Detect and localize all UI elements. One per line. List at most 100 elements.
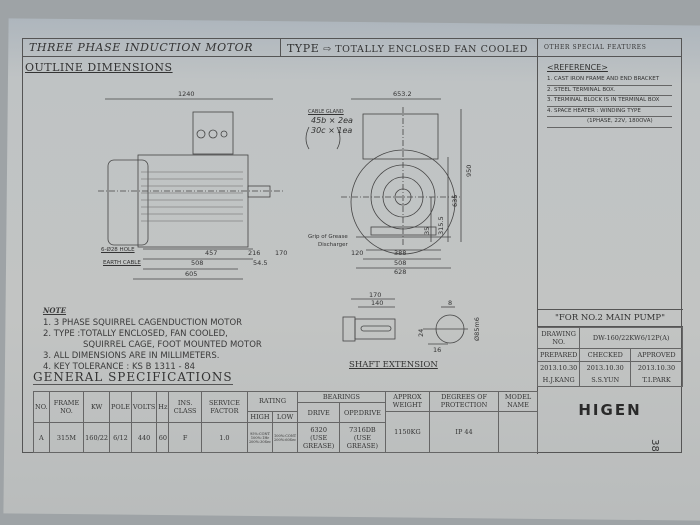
header-bearings: BEARINGS — [297, 390, 386, 404]
reference-item: 2. STEEL TERMINAL BOX. — [547, 86, 672, 96]
header-weight: APPROX WEIGHT — [384, 391, 431, 412]
dim-508: 508 — [191, 259, 203, 267]
approved-label: APPROVED — [630, 348, 683, 362]
dim-457: 457 — [205, 249, 217, 257]
dim-120: 120 — [351, 249, 363, 257]
dim-35: 35 — [423, 227, 431, 235]
front-view-drawing: 653.2 950 635 315.5 35 120 388 508 628 — [305, 90, 473, 276]
dim-1240: 1240 — [178, 90, 195, 98]
prepared-label: PREPARED — [536, 348, 581, 362]
cell-service-factor: 1.0 — [200, 422, 248, 453]
reference-item: 3. TERMINAL BLOCK IS IN TERMINAL BOX — [547, 96, 672, 107]
arrow-icon: ⇨ — [323, 44, 332, 55]
opp-bearing: 7316DB — [349, 425, 376, 434]
cell-volts: 440 — [130, 422, 158, 453]
header-low: LOW — [272, 410, 299, 424]
dim-635: 635 — [451, 195, 459, 207]
checked-by: S.S.YUN — [579, 374, 632, 387]
outline-heading: OUTLINE DIMENSIONS — [25, 61, 173, 74]
specifications-table: NO. FRAME NO. KW POLE VOLTS Hz INS. CLAS… — [33, 390, 538, 454]
dim-24: 24 — [417, 329, 425, 337]
column-divider — [537, 57, 538, 454]
drawing-sheet: THREE PHASE INDUCTION MOTOR TYPE ⇨ TOTAL… — [22, 38, 683, 454]
dim-628: 628 — [394, 268, 406, 276]
motor-body — [350, 149, 456, 255]
cell-opp-drive: 7316DB(USE GREASE) — [339, 422, 386, 453]
gland-bracket — [305, 126, 341, 150]
motor-type: TYPE ⇨ TOTALLY ENCLOSED FAN COOLED — [281, 39, 538, 56]
gland-spec-1: 45b × 2ea — [311, 116, 353, 125]
cable-gland-spec: 45b × 2ea 30c × 1ea — [311, 116, 353, 136]
drawing-no: DW-160/22KW6/12P(A) — [579, 327, 683, 349]
reference-item: 1. CAST IRON FRAME AND END BRACKET — [547, 75, 672, 86]
page-number: 38 — [648, 439, 660, 452]
cell-ins-class: F — [168, 422, 202, 453]
higen-logo: HIGEN — [578, 401, 642, 419]
title-row: THREE PHASE INDUCTION MOTOR TYPE ⇨ TOTAL… — [23, 39, 681, 57]
header-protection: DEGREES OF PROTECTION — [429, 391, 500, 412]
drive-bearing: 6320 — [310, 425, 327, 434]
cell-hz: 60 — [156, 422, 170, 453]
reference-box: <REFERENCE> 1. CAST IRON FRAME AND END B… — [547, 63, 672, 128]
terminal-box — [362, 113, 439, 160]
general-specifications-heading: GENERAL SPECIFICATIONS — [33, 370, 233, 385]
dim-8: 8 — [448, 299, 452, 307]
reference-item: (1PHASE, 22V, 180OVA) — [547, 117, 672, 128]
opp-note: (USE GREASE) — [346, 433, 379, 450]
cell-drive: 6320(USE GREASE) — [297, 422, 341, 453]
dim-170: 170 — [369, 291, 381, 299]
header-rating: RATING — [246, 391, 299, 412]
dim-315-5: 315.5 — [437, 216, 445, 235]
prepared-date: 2013.10.30 — [536, 361, 581, 374]
drawing-no-label: DRAWING NO. — [536, 327, 581, 349]
header-volts: VOLTS — [130, 391, 158, 423]
motor-frame — [137, 154, 249, 248]
cell-rating-high: 95%:CONT 100%:1Hr 200%:30Sec — [246, 422, 274, 453]
type-value: TOTALLY ENCLOSED FAN COOLED — [335, 44, 528, 55]
checked-date: 2013.10.30 — [579, 361, 632, 374]
cell-protection: IP 44 — [429, 410, 500, 454]
cell-weight: 1150KG — [384, 410, 431, 454]
dim-shaft-dia: Ø85m6 — [473, 317, 481, 341]
approved-by: T.I.PARK — [630, 374, 683, 387]
dim-605: 605 — [185, 270, 197, 278]
hole-label: 6-Ø28 HOLE — [101, 247, 135, 253]
shaft — [247, 185, 271, 198]
side-view-drawing: 1240 457 216 170 508 54.5 605 — [98, 90, 287, 280]
header-frame: FRAME NO. — [48, 391, 85, 423]
dim-140: 140 — [371, 299, 383, 307]
dim-388: 388 — [394, 249, 406, 257]
table-header-row: NO. FRAME NO. KW POLE VOLTS Hz INS. CLAS… — [33, 390, 538, 423]
cable-gland-label: CABLE GLAND — [308, 109, 344, 115]
header-drive: DRIVE — [297, 402, 341, 423]
reference-item: 4. SPACE HEATER : WINDING TYPE — [547, 107, 672, 117]
note-line: 1. 3 PHASE SQUIRREL CAGENDUCTION MOTOR — [43, 318, 243, 328]
dim-16: 16 — [433, 346, 441, 354]
dim-54-5: 54.5 — [253, 259, 267, 267]
header-service-factor: SERVICE FACTOR — [200, 391, 248, 423]
dim-216: 216 — [248, 249, 260, 257]
grease-label-2: Discharger — [318, 242, 348, 248]
header-no: NO. — [33, 391, 50, 423]
cell-pole: 6/12 — [109, 422, 132, 453]
header-high: HIGH — [246, 410, 274, 424]
note-line: 2. TYPE :TOTALLY ENCLOSED, FAN COOLED, — [43, 329, 228, 339]
reference-heading: <REFERENCE> — [547, 63, 608, 72]
drive-note: (USE GREASE) — [303, 433, 335, 450]
cell-frame: 315M — [48, 422, 85, 453]
terminal-box — [192, 111, 234, 155]
shaft-extension-drawing: 170 140 8 24 16 Ø85m6 — [342, 291, 481, 354]
approved-date: 2013.10.30 — [630, 361, 683, 374]
note-heading: NOTE — [43, 306, 67, 315]
note-line: 4. KEY TOLERANCE : KS B 1311 - 84 — [43, 362, 196, 372]
header-kw: KW — [83, 391, 111, 423]
note-line: 3. ALL DIMENSIONS ARE IN MILLIMETERS. — [43, 351, 220, 361]
grease-label: Grip of Grease Discharger — [308, 233, 348, 249]
shaft-extension-caption: SHAFT EXTENSION — [349, 360, 438, 370]
dim-508: 508 — [394, 259, 406, 267]
cell-model-name — [498, 410, 538, 454]
cell-kw: 160/22 — [83, 422, 111, 453]
motor-title: THREE PHASE INDUCTION MOTOR — [23, 39, 281, 56]
other-features-label: OTHER SPECIAL FEATURES — [544, 44, 647, 51]
dim-950: 950 — [465, 165, 473, 177]
